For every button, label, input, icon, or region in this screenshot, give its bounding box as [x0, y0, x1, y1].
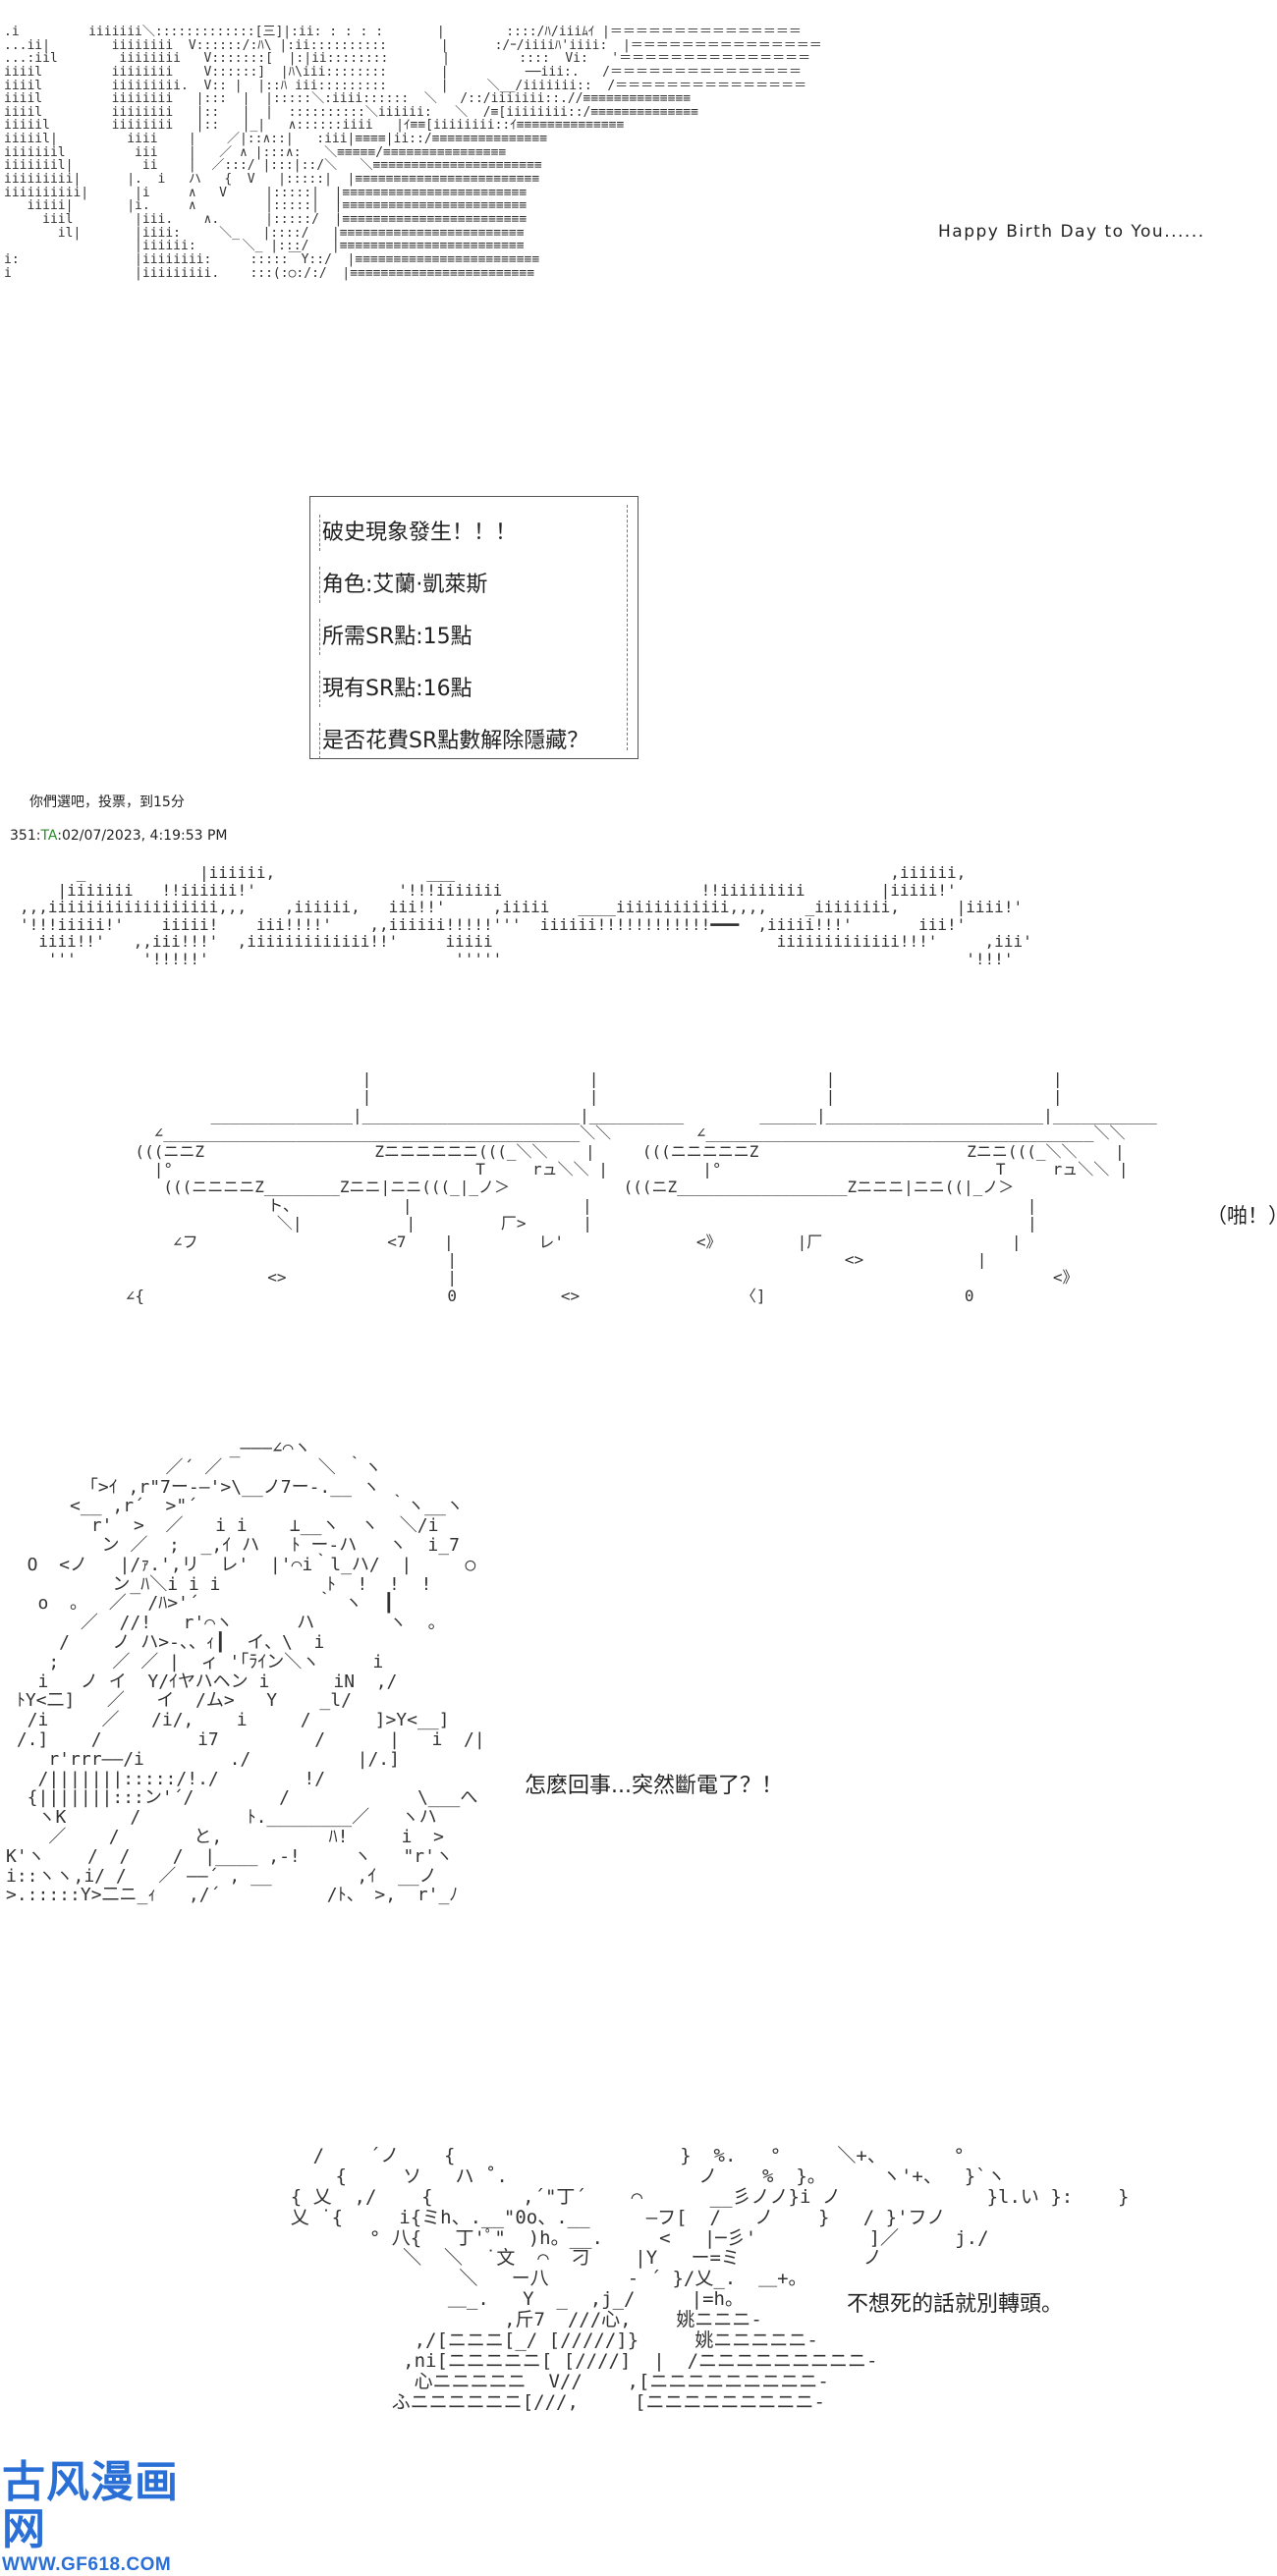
dialog-power-outage: 怎麽回事...突然斷電了？！ — [525, 1774, 783, 1798]
ascii-art-girl: _―――∠⌒ヽ ／´ ／ ＼ ｀ヽ 「>ｲ ,r"7ー-―'>\__ノ7ー-._… — [6, 1438, 485, 1906]
ascii-art-boy: / ´ノ { } %. ° ＼+、 ° { ソ ハ ˚. ノ % }。 ヽ'+、… — [290, 2145, 1130, 2413]
sr-box-line-question: 是否花費SR點數解除隱藏？ — [319, 715, 628, 767]
ascii-art-sound-effect: _ |iiiiii, ___ ,iiiiii, |iiiiiii !!iiiii… — [20, 863, 1032, 968]
dialog-warning: 不想死的話就別轉頭。 — [847, 2292, 1064, 2317]
post-number: 351: — [10, 828, 41, 844]
post-user-link[interactable]: TA — [40, 828, 58, 844]
ascii-art-broken-glasses: | | | | | | | | ____ — [125, 1069, 1157, 1305]
birthday-caption: Happy Birth Day to You...... — [938, 222, 1205, 242]
sound-effect-caption: （啪！） — [1206, 1204, 1277, 1228]
site-watermark: 古风漫画网 WWW.GF618.COM — [2, 2457, 218, 2576]
post-meta: 351:TA:02/07/2023, 4:19:53 PM — [10, 828, 228, 844]
sr-box-line-current-points: 現有SR點:16點 — [319, 663, 628, 715]
sr-point-dialog-box: 破史現象發生！！！ 角色:艾蘭·凱萊斯 所需SR點:15點 現有SR點:16點 … — [309, 496, 638, 759]
site-logo: 古风漫画网 — [2, 2457, 179, 2555]
sr-box-line-character: 角色:艾蘭·凱萊斯 — [319, 559, 628, 611]
sr-box-line-event: 破史現象發生！！！ — [319, 507, 628, 559]
sr-box-line-required-points: 所需SR點:15點 — [319, 611, 628, 663]
vote-note: 你們選吧，投票，到15分 — [29, 795, 185, 810]
post-timestamp: :02/07/2023, 4:19:53 PM — [57, 828, 228, 844]
ascii-art-birthday-scene: .i iiiiiii＼:::::::::::::[三]|:ii: : : : :… — [4, 25, 822, 281]
site-url: WWW.GF618.COM — [2, 2553, 172, 2575]
